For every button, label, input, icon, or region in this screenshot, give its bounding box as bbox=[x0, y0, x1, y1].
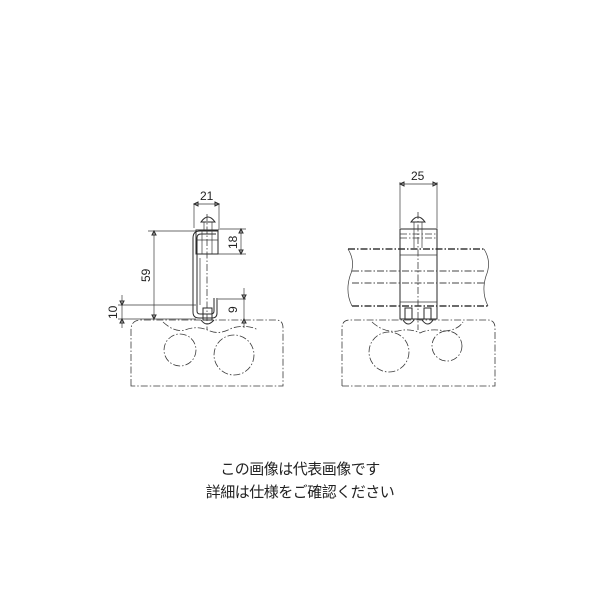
front-clamp-body bbox=[399, 228, 438, 320]
lower-bolt bbox=[202, 307, 213, 321]
dim-10-label: 10 bbox=[106, 305, 120, 319]
dim-18-label: 18 bbox=[226, 235, 240, 249]
left-pipe-2 bbox=[213, 334, 255, 376]
bolt-head-top bbox=[200, 216, 216, 223]
horizontal-pipe-outline bbox=[347, 248, 353, 307]
front-lower-bolt-2 bbox=[423, 307, 432, 320]
left-side-view: 21 59 18 9 10 bbox=[106, 189, 284, 387]
dim-21-label: 21 bbox=[200, 189, 214, 203]
left-base-wave bbox=[162, 321, 259, 333]
front-lower-bolt-1 bbox=[404, 307, 413, 320]
right-pipe-2 bbox=[431, 330, 463, 362]
right-front-view: 25 bbox=[341, 169, 496, 387]
caption-representative-image: この画像は代表画像です bbox=[220, 460, 380, 478]
dim-9-label: 9 bbox=[226, 306, 240, 313]
right-pipe-1 bbox=[368, 331, 410, 373]
front-bolt-head bbox=[410, 216, 426, 223]
dim-25-label: 25 bbox=[411, 169, 425, 183]
clamp-channel bbox=[192, 230, 218, 319]
right-base-block bbox=[341, 319, 496, 387]
right-base-wave bbox=[371, 321, 464, 334]
clamp-channel-inner bbox=[196, 233, 216, 315]
dim-59-label: 59 bbox=[139, 268, 153, 282]
caption-check-specifications: 詳細は仕様をご確認ください bbox=[205, 483, 395, 501]
left-base-block bbox=[130, 319, 284, 387]
left-pipe-1 bbox=[163, 333, 197, 367]
